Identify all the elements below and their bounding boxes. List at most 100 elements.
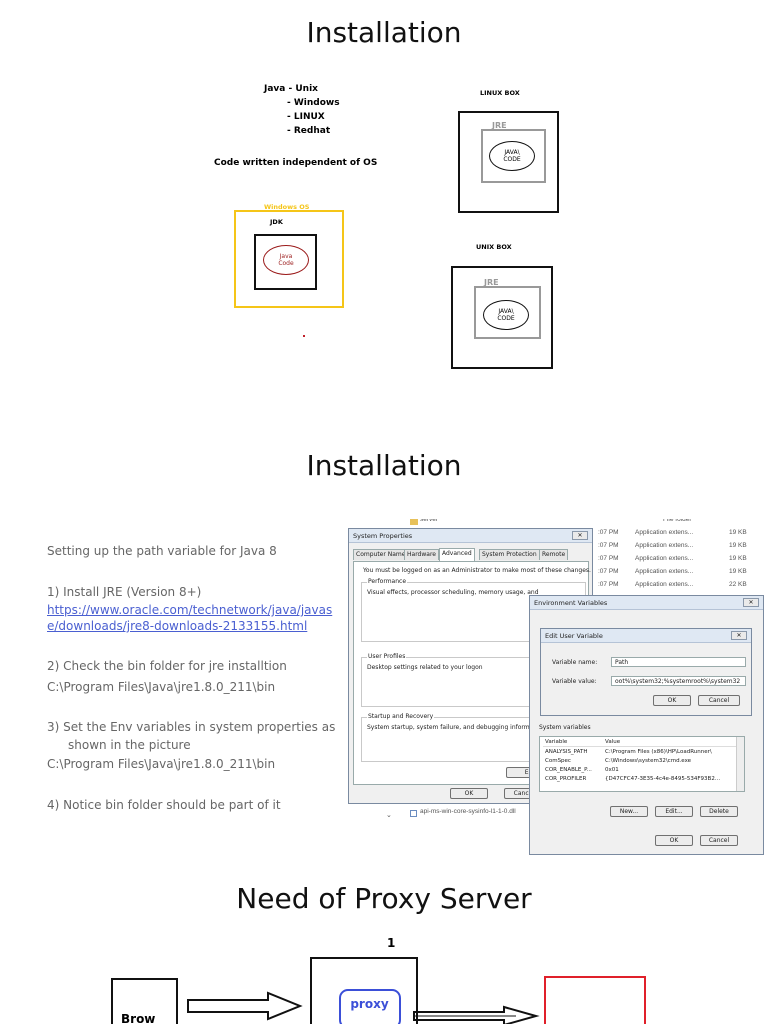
explorer-row-size: 19 KB xyxy=(729,542,747,549)
unix-box xyxy=(451,266,553,369)
unix-box-label: UNIX BOX xyxy=(476,243,512,251)
table-row[interactable]: ComSpec C:\Windows\system32\cmd.exe xyxy=(543,758,741,766)
table-row[interactable]: ANALYSIS_PATH C:\Program Files (x86)\HP\… xyxy=(543,749,741,757)
explorer-row-time: :07 PM xyxy=(598,568,619,575)
explorer-folder-row: server File folder xyxy=(348,519,764,529)
edit-user-variable-dialog: Edit User Variable ✕ Variable name: Path… xyxy=(540,628,752,716)
os-redhat-clip: - Redhat xyxy=(287,126,330,134)
linux-java-code-line1: JAVA\ xyxy=(504,149,520,156)
java-code-line2: Code xyxy=(278,260,294,267)
explorer-folder-type: File folder xyxy=(663,519,692,523)
unix-java-code-ellipse: JAVA\CODE xyxy=(483,300,529,330)
folder-icon xyxy=(410,519,418,525)
os-windows: - Windows xyxy=(287,98,340,108)
slide-3-title: Need of Proxy Server xyxy=(236,882,532,915)
step-3-line1: 3) Set the Env variables in system prope… xyxy=(47,720,336,734)
system-variables-label: System variables xyxy=(539,724,591,731)
system-variables-table: Variable Value ANALYSIS_PATH C:\Program … xyxy=(539,736,745,792)
unix-java-code-line1: JAVA\ xyxy=(498,308,514,315)
system-properties-ok-button[interactable]: OK xyxy=(450,788,488,799)
close-icon[interactable]: ✕ xyxy=(572,531,588,540)
close-icon[interactable]: ✕ xyxy=(743,598,759,607)
windows-screenshot: server File folder :07 PM Application ex… xyxy=(348,519,764,855)
tab-advanced[interactable]: Advanced xyxy=(439,548,475,561)
windows-os-box xyxy=(234,210,344,308)
jre-download-link-line2[interactable]: e/downloads/jre8-downloads-2133155.html xyxy=(47,619,308,633)
step-3-line2: shown in the picture xyxy=(68,738,191,752)
table-row[interactable]: COR_PROFILER {D47CFC47-3E35-4c4e-8495-53… xyxy=(543,776,741,784)
explorer-row-size: 22 KB xyxy=(729,581,747,588)
new-variable-button[interactable]: New... xyxy=(610,806,648,817)
environment-variables-titlebar: Environment Variables ✕ xyxy=(530,596,763,610)
linux-jre-label: JRE xyxy=(492,121,507,130)
variable-column-header: Variable xyxy=(545,739,568,745)
performance-label: Performance xyxy=(367,578,408,585)
path-setup-intro: Setting up the path variable for Java 8 xyxy=(47,544,277,558)
server-box xyxy=(544,976,646,1024)
tab-remote[interactable]: Remote xyxy=(539,549,569,560)
close-icon[interactable]: ✕ xyxy=(731,631,747,640)
explorer-row-time: :07 PM xyxy=(598,581,619,588)
explorer-row-type: Application extens... xyxy=(635,581,694,588)
variable-value: 0x01 xyxy=(605,767,619,773)
chevron-down-icon[interactable]: ⌄ xyxy=(386,812,392,819)
jre-bin-path-2: C:\Program Files\Java\jre1.8.0_211\bin xyxy=(47,757,276,771)
explorer-row: :07 PM Application extens... 22 KB xyxy=(348,581,764,594)
table-row[interactable]: COR_ENABLE_P... 0x01 xyxy=(543,767,741,775)
arrow-right-icon xyxy=(187,991,303,1021)
os-linux: - LINUX xyxy=(287,112,325,122)
variable-name-field[interactable]: Path xyxy=(611,657,746,667)
red-dot xyxy=(303,335,305,337)
code-independent-note: Code written independent of OS xyxy=(214,158,378,168)
variable-name-label: Variable name: xyxy=(552,659,598,666)
unix-java-code-line2: CODE xyxy=(497,315,515,322)
delete-variable-button[interactable]: Delete xyxy=(700,806,738,817)
edit-variable-cancel-button[interactable]: Cancel xyxy=(698,695,740,706)
browser-box: Brow xyxy=(111,978,178,1024)
edit-user-variable-titlebar: Edit User Variable ✕ xyxy=(541,629,751,643)
explorer-bottom-file: api-ms-win-core-sysinfo-l1-1-0.dll xyxy=(420,808,516,815)
environment-cancel-button[interactable]: Cancel xyxy=(700,835,738,846)
java-code-line1: Java xyxy=(279,253,293,260)
proxy-server-box: proxy xyxy=(310,957,418,1024)
jdk-box xyxy=(254,234,317,290)
variable-name: ComSpec xyxy=(545,758,571,764)
jre-bin-path-1: C:\Program Files\Java\jre1.8.0_211\bin xyxy=(47,680,276,694)
explorer-row: :07 PM Application extens... 19 KB xyxy=(348,555,764,568)
unix-jre-box xyxy=(474,286,541,339)
dll-file-icon xyxy=(410,810,417,817)
explorer-row-time: :07 PM xyxy=(598,555,619,562)
variable-name: ANALYSIS_PATH xyxy=(545,749,588,755)
jre-download-link-line1[interactable]: https://www.oracle.com/technetwork/java/… xyxy=(47,603,333,617)
variable-value-field[interactable]: oot%\system32;%systemroot%\system32 xyxy=(611,676,746,686)
explorer-row: :07 PM Application extens... 19 KB xyxy=(348,542,764,555)
environment-ok-button[interactable]: OK xyxy=(655,835,693,846)
linux-java-code-ellipse: JAVA\CODE xyxy=(489,141,535,171)
table-scrollbar[interactable] xyxy=(736,737,744,791)
linux-box xyxy=(458,111,559,213)
system-variables-header: Variable Value xyxy=(543,739,741,747)
tab-system-protection[interactable]: System Protection xyxy=(479,549,540,560)
explorer-row-size: 19 KB xyxy=(729,568,747,575)
tab-hardware[interactable]: Hardware xyxy=(404,549,439,560)
tab-computer-name[interactable]: Computer Name xyxy=(353,549,409,560)
linux-java-code-line2: CODE xyxy=(503,156,521,163)
performance-text: Visual effects, processor scheduling, me… xyxy=(367,589,539,596)
variable-value: C:\Program Files (x86)\HP\LoadRunner\ xyxy=(605,749,712,755)
admin-note: You must be logged on as an Administrato… xyxy=(363,567,591,574)
explorer-bottom-row: api-ms-win-core-sysinfo-l1-1-0.dll xyxy=(348,808,764,821)
slide-2-title: Installation xyxy=(306,449,462,482)
step-4: 4) Notice bin folder should be part of i… xyxy=(47,798,281,812)
value-column-header: Value xyxy=(605,739,621,745)
edit-variable-button[interactable]: Edit... xyxy=(655,806,693,817)
explorer-row-type: Application extens... xyxy=(635,568,694,575)
system-properties-titlebar: System Properties ✕ xyxy=(349,529,592,543)
java-unix-label: Java - Unix xyxy=(264,84,318,94)
windows-os-label: Windows OS xyxy=(264,203,310,211)
variable-name: COR_PROFILER xyxy=(545,776,587,782)
unix-jre-label: JRE xyxy=(484,278,499,287)
edit-user-variable-title: Edit User Variable xyxy=(545,632,603,640)
browser-label: Brow xyxy=(121,1012,156,1024)
proxy-box: proxy xyxy=(339,989,401,1024)
edit-variable-ok-button[interactable]: OK xyxy=(653,695,691,706)
